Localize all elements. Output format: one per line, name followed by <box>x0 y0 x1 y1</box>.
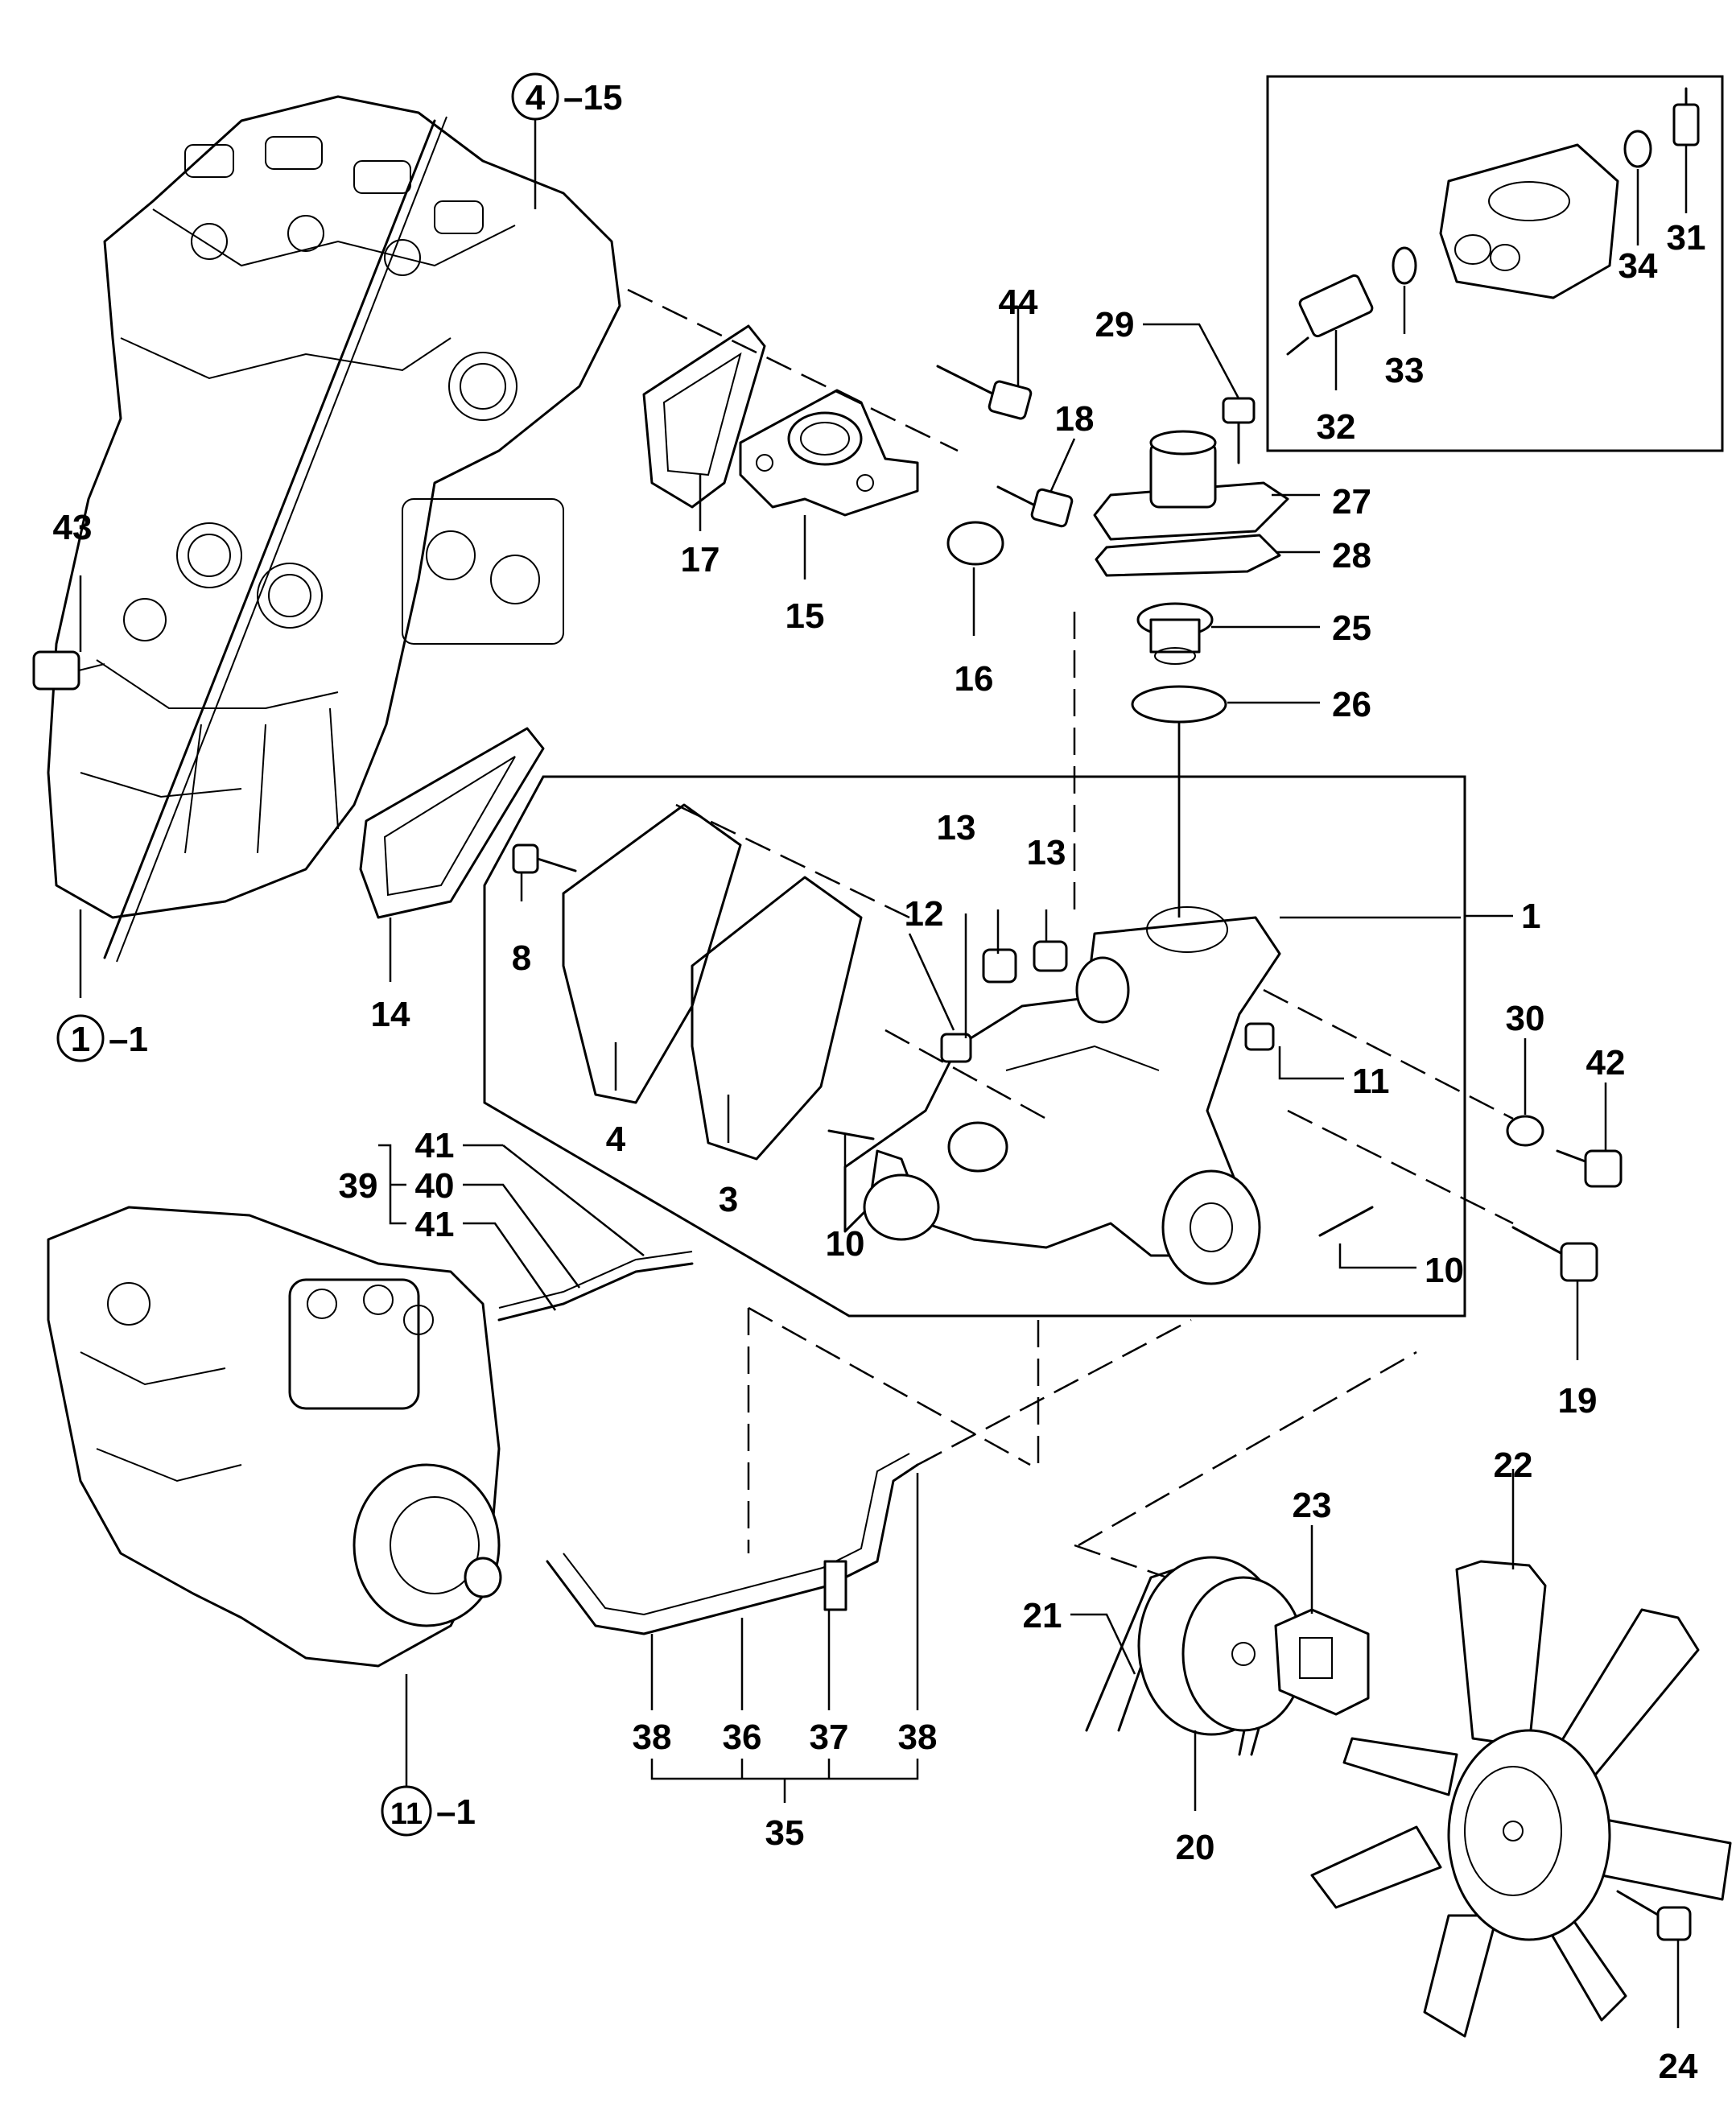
label-41b: 41 <box>415 1205 455 1244</box>
label-8: 8 <box>512 938 531 978</box>
label-17: 17 <box>681 540 720 579</box>
gasket-14 <box>359 727 545 919</box>
return-pipe-inner <box>498 1251 693 1309</box>
pin-10b <box>1318 1206 1374 1237</box>
ref-4-15: 4 –15 <box>511 72 622 121</box>
gasket-17 <box>642 324 766 509</box>
label-14: 14 <box>371 995 410 1034</box>
label-42: 42 <box>1586 1043 1626 1083</box>
water-pump-1 <box>843 906 1281 1285</box>
pin-10a <box>827 1129 875 1140</box>
bolt-29 <box>1222 397 1256 464</box>
label-19: 19 <box>1558 1381 1598 1421</box>
ref-11-1: 11 –1 <box>381 1785 476 1837</box>
gasket-4 <box>562 803 742 1104</box>
plug-43 <box>32 650 105 691</box>
label-44: 44 <box>999 282 1038 322</box>
label-40: 40 <box>415 1166 455 1206</box>
label-24: 24 <box>1659 2047 1698 2086</box>
svg-text:–15: –15 <box>563 78 622 118</box>
bolt-18 <box>996 485 1074 528</box>
svg-text:4: 4 <box>526 78 546 118</box>
label-39: 39 <box>339 1166 378 1206</box>
label-26: 26 <box>1332 685 1371 724</box>
pulley-20 <box>1137 1556 1305 1736</box>
coolant-pipe-36 <box>546 1453 919 1635</box>
label-11: 11 <box>1352 1062 1390 1101</box>
label-38b: 38 <box>898 1718 938 1757</box>
plug-13b <box>1033 940 1068 972</box>
svg-text:11: 11 <box>390 1797 423 1831</box>
inset-detail <box>1266 75 1724 452</box>
label-41a: 41 <box>415 1126 455 1165</box>
label-37: 37 <box>810 1718 849 1757</box>
label-10a: 10 <box>826 1224 865 1264</box>
plug-12 <box>940 1033 972 1063</box>
label-1: 1 <box>1521 897 1540 936</box>
ref-1-1: 1 –1 <box>56 1014 148 1062</box>
label-15: 15 <box>786 596 825 636</box>
plug-13a <box>982 948 1017 984</box>
label-12: 12 <box>905 894 944 934</box>
return-pipe-40 <box>497 1262 694 1322</box>
label-10b: 10 <box>1425 1251 1464 1290</box>
label-29: 29 <box>1095 305 1135 344</box>
injection-pump <box>47 1206 502 1668</box>
label-21: 21 <box>1023 1596 1062 1635</box>
thermostat-cover-27 <box>1093 430 1289 541</box>
label-35: 35 <box>765 1813 805 1853</box>
label-22: 22 <box>1494 1445 1533 1485</box>
label-30: 30 <box>1506 999 1545 1038</box>
label-34: 34 <box>1618 246 1658 286</box>
label-25: 25 <box>1332 608 1371 648</box>
part-labels: 1 3 4 8 10 10 11 12 13 13 14 15 16 17 18… <box>53 218 1706 2086</box>
label-16: 16 <box>955 659 994 699</box>
label-38a: 38 <box>633 1718 672 1757</box>
gasket-3 <box>691 876 863 1161</box>
label-3: 3 <box>719 1180 738 1219</box>
outlet-housing-15 <box>739 389 919 517</box>
bolt-24 <box>1616 1890 1692 1941</box>
label-20: 20 <box>1176 1828 1215 1867</box>
bolt-8 <box>512 843 577 874</box>
fan-22 <box>1310 1560 1732 2038</box>
label-4: 4 <box>606 1120 626 1159</box>
label-27: 27 <box>1332 482 1371 522</box>
label-33: 33 <box>1385 351 1425 390</box>
plug-11 <box>1244 1022 1275 1051</box>
washer-30 <box>1506 1115 1544 1147</box>
label-13b: 13 <box>1027 833 1066 872</box>
bolt-19 <box>1511 1226 1598 1282</box>
label-32: 32 <box>1317 407 1356 447</box>
bolt-44 <box>936 365 1033 420</box>
label-36: 36 <box>723 1718 762 1757</box>
gasket-28 <box>1095 534 1281 577</box>
label-31: 31 <box>1667 218 1706 258</box>
bolt-42 <box>1556 1149 1623 1188</box>
svg-text:–1: –1 <box>436 1792 476 1832</box>
label-18: 18 <box>1055 399 1095 439</box>
svg-text:–1: –1 <box>109 1020 148 1059</box>
label-13a: 13 <box>937 808 976 847</box>
thermostat-25 <box>1136 602 1214 665</box>
cylinder-block <box>47 95 621 963</box>
label-28: 28 <box>1332 536 1371 575</box>
label-43: 43 <box>53 508 93 547</box>
svg-text:1: 1 <box>71 1020 90 1059</box>
alignment-lines <box>627 288 1514 1579</box>
label-23: 23 <box>1293 1486 1332 1525</box>
leader-lines <box>79 101 1688 2028</box>
o-ring-16 <box>946 521 1004 566</box>
seal-ring-26 <box>1131 685 1227 724</box>
water-pump-frame <box>483 775 1466 1318</box>
